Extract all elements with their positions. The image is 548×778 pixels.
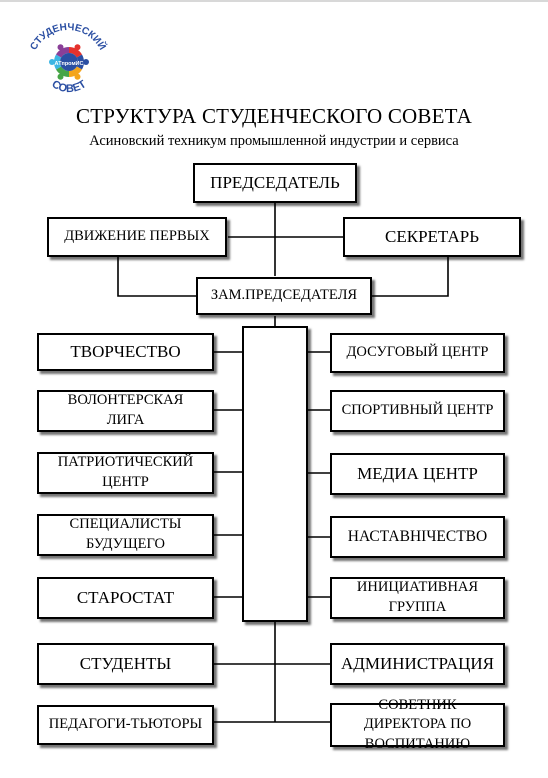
gear-hub: [60, 53, 78, 71]
node-deputy: ЗАМ.ПРЕДСЕДАТЕЛЯ: [196, 277, 372, 315]
page-subtitle: Асиновский техникум промышленной индустр…: [89, 133, 459, 149]
node-leisure-center: ДОСУГОВЫЙ ЦЕНТР: [330, 333, 505, 373]
top-border: [0, 0, 548, 2]
node-director-advisor: СОВЕТНИК ДИРЕКТОРА ПО ВОСПИТАНИЮ: [330, 697, 505, 752]
node-chairman: ПРЕДСЕДАТЕЛЬ: [193, 163, 357, 203]
logo-arc-bottom: СОВЕТ: [50, 78, 89, 95]
node-elders: СТАРОСТАТ: [37, 577, 214, 619]
node-media-center: МЕДИА ЦЕНТР: [330, 453, 505, 495]
node-mentoring: НАСТАВНIЧЕСТВО: [330, 516, 505, 558]
gear-tooth: [49, 59, 55, 65]
gear-segment: [56, 66, 69, 77]
gear-tooth: [74, 44, 81, 51]
node-secretary: СЕКРЕТАРЬ: [343, 217, 521, 257]
gear-segment: [76, 54, 84, 70]
page-title: СТРУКТУРА СТУДЕНЧЕСКОГО СОВЕТА: [76, 104, 472, 128]
gear-segment: [69, 66, 82, 77]
gear-tooth: [57, 73, 64, 80]
node-sports-center: СПОРТИВНЫЙ ЦЕНТР: [330, 390, 505, 432]
node-movement-first: ДВИЖЕНИЕ ПЕРВЫХ: [47, 217, 227, 257]
node-tutors: ПЕДАГОГИ-ТЬЮТОРЫ: [37, 705, 214, 745]
node-initiative-group: ИНИЦИАТИВНАЯ ГРУППА: [330, 577, 505, 619]
logo-badge: АТпромИС: [55, 61, 84, 67]
node-patriotic-center: ПАТРИОТИЧЕСКИЙ ЦЕНТР: [37, 452, 214, 494]
gear-tooth: [83, 59, 89, 65]
svg-text:СОВЕТ: СОВЕТ: [50, 78, 89, 95]
node-students: СТУДЕНТЫ: [37, 643, 214, 685]
student-council-logo: СТУДЕНЧЕСКИЙ СОВЕТ АТпромИС: [28, 22, 109, 95]
gear-segment: [54, 54, 62, 70]
node-administration: АДМИНИСТРАЦИЯ: [330, 643, 505, 685]
node-volunteer-league: ВОЛОНТЕРСКАЯ ЛИГА: [37, 390, 214, 432]
gear-tooth: [74, 73, 81, 80]
node-creativity: ТВОРЧЕСТВО: [37, 333, 214, 371]
gear-icon: [49, 44, 89, 80]
gear-tooth: [57, 44, 64, 51]
node-future-specialists: СПЕЦИАЛИСТЫ БУДУЩЕГО: [37, 514, 214, 556]
gear-segment: [56, 47, 69, 58]
gear-segment: [69, 47, 82, 58]
central-hub: [242, 326, 308, 622]
